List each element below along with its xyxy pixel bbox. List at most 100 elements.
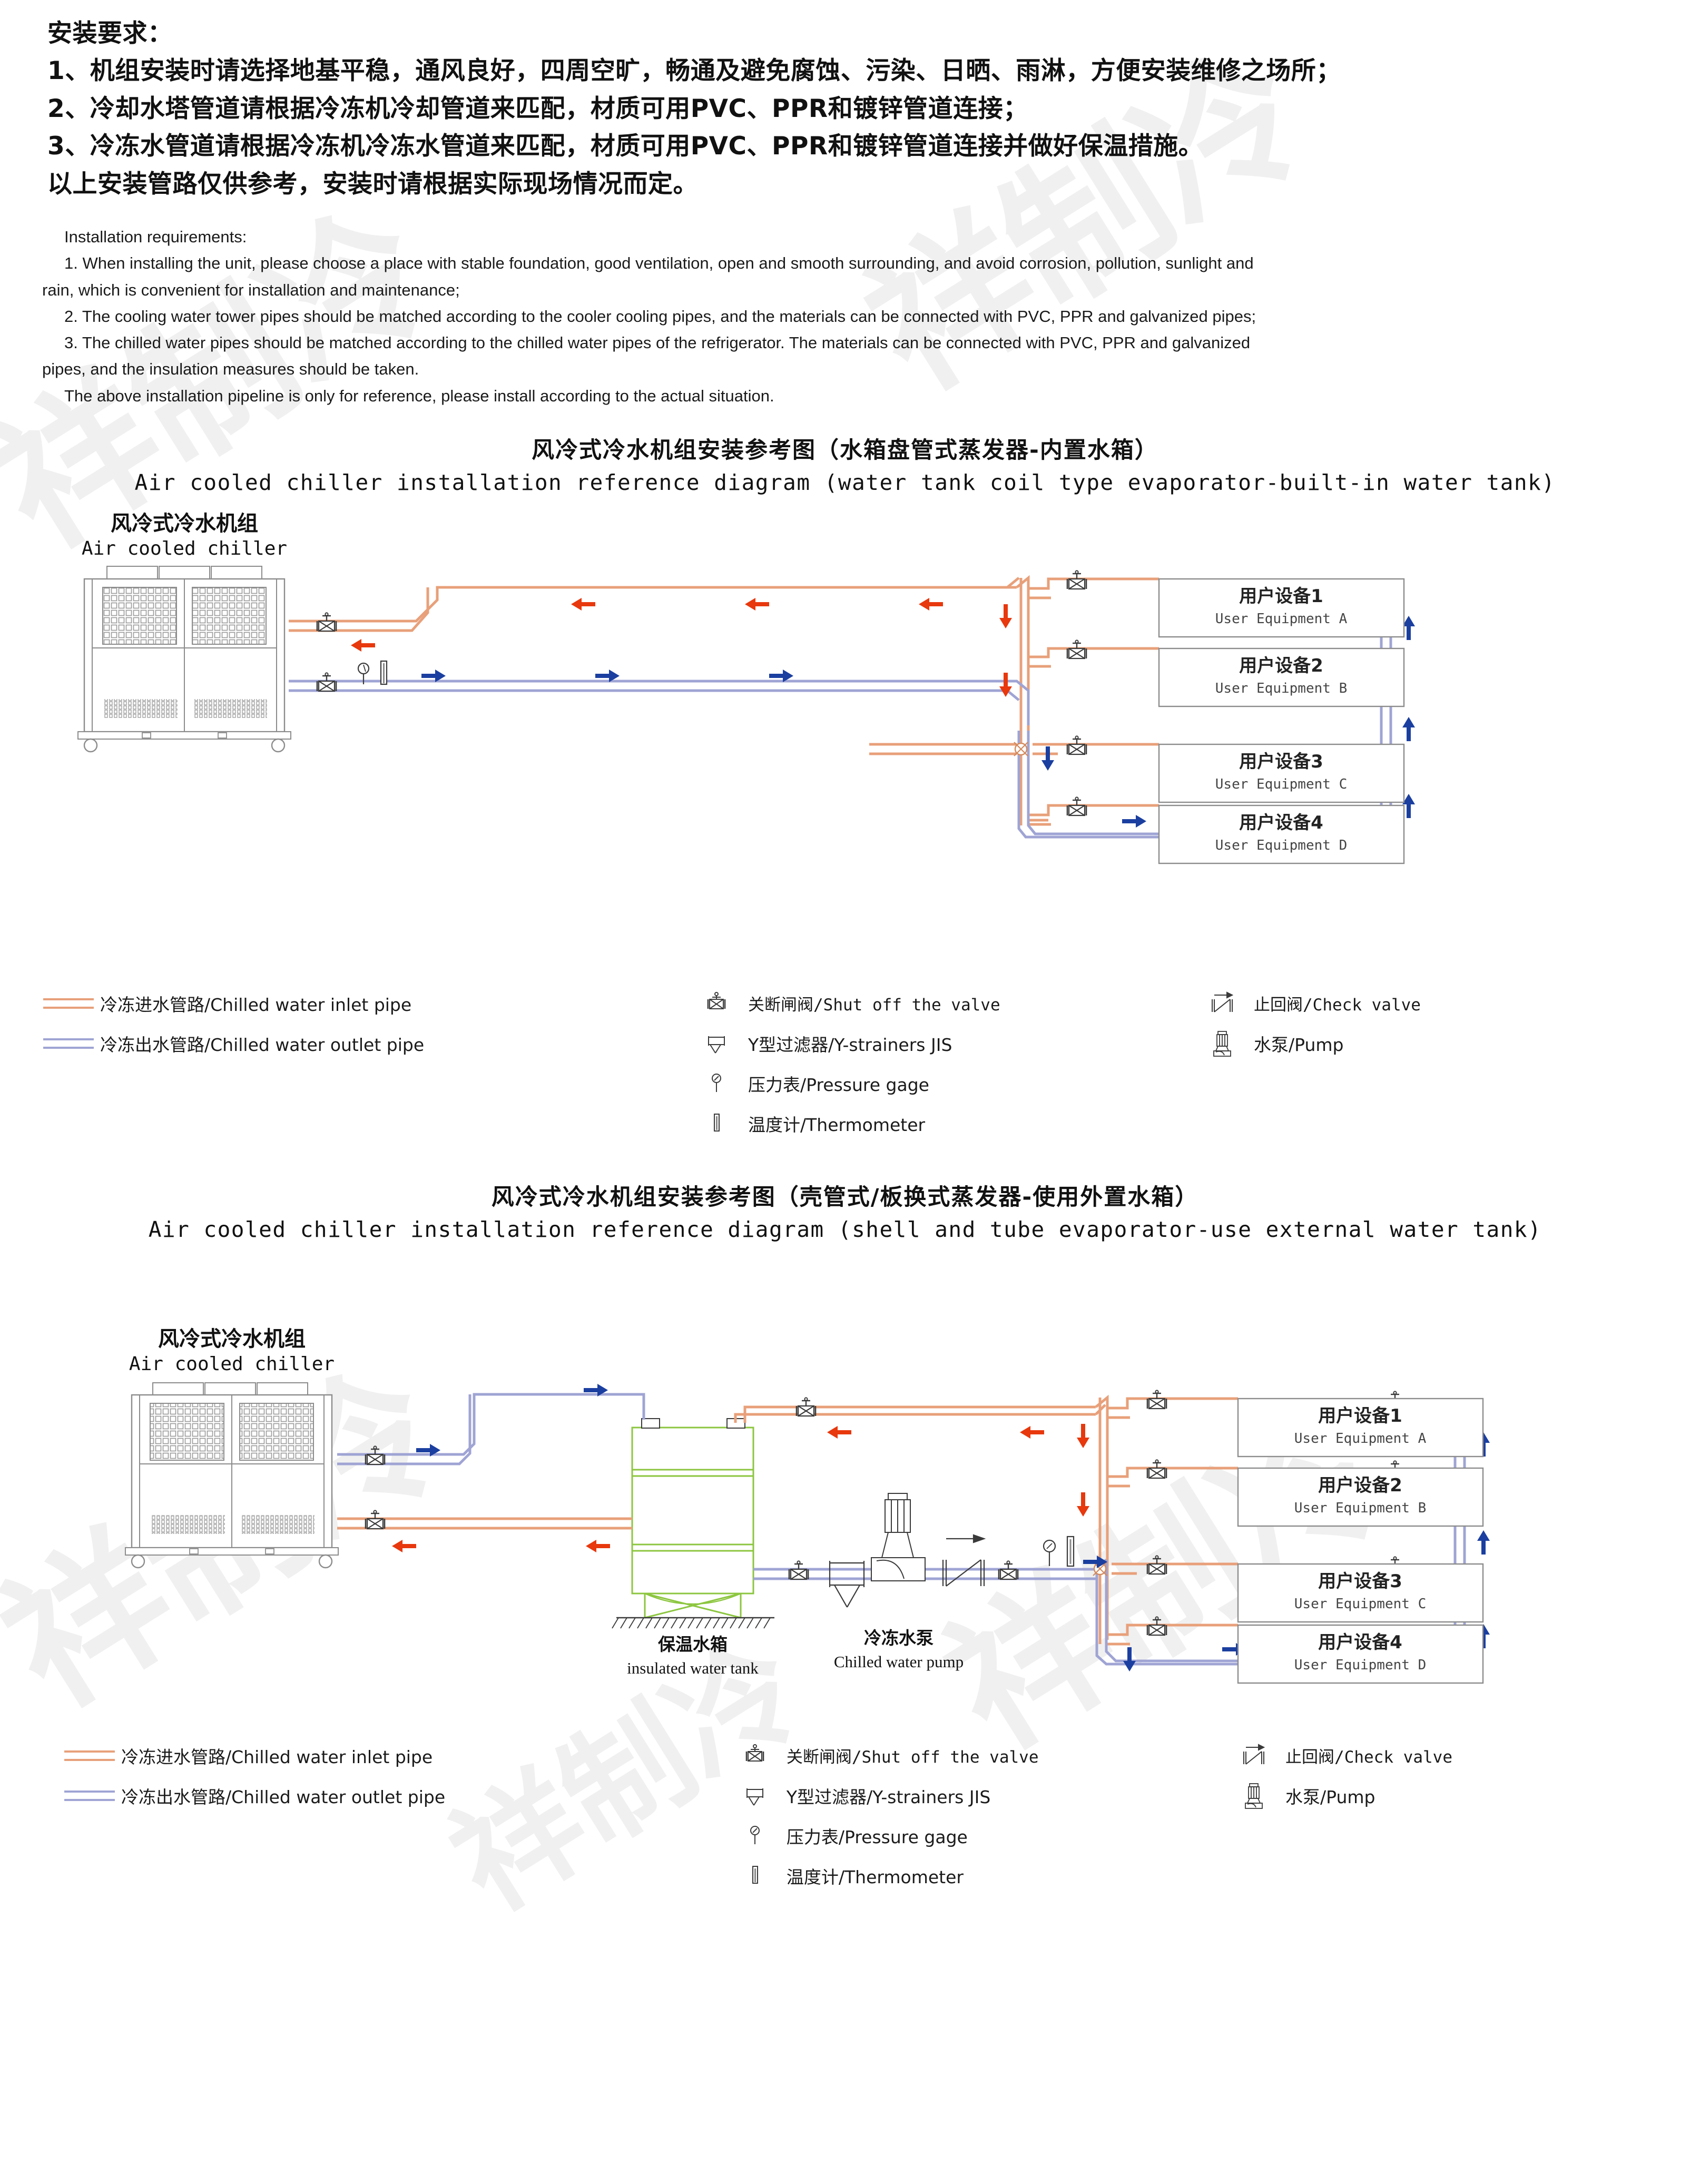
instrument-group-1	[357, 660, 388, 685]
diagram-2-title-en: Air cooled chiller installation referenc…	[148, 1217, 1542, 1243]
diagram-2-canvas: 风冷式冷水机组 Air cooled chiller	[0, 1246, 1690, 1736]
y-strainer-icon	[829, 1560, 865, 1608]
legend-2: 冷冻进水管路/Chilled water inlet pipe 冷冻出水管路/C…	[0, 1736, 1690, 1896]
requirements-cn-heading: 安装要求：	[47, 19, 173, 48]
requirements-en-item: 2. The cooling water tower pipes should …	[64, 307, 1256, 326]
tank-label-cn: 保温水箱	[658, 1634, 728, 1655]
pump-icon	[1191, 1029, 1254, 1058]
diagram-1-section: 风冷式冷水机组安装参考图（水箱盘管式蒸发器-内置水箱） Air cooled c…	[0, 434, 1690, 1144]
requirements-en-item: 3. The chilled water pipes should be mat…	[64, 333, 1251, 352]
chilled-water-inlet-network-2	[337, 1394, 1238, 1646]
user-equipment-label-en: User Equipment B	[1215, 681, 1347, 696]
inlet-pipe-swatch	[58, 1749, 121, 1763]
thermometer-icon	[723, 1862, 787, 1890]
shut-off-valve-icon	[998, 1560, 1019, 1580]
shut-off-valve-icon	[1066, 569, 1087, 589]
legend-item: 冷冻进水管路/Chilled water inlet pipe	[58, 1736, 723, 1776]
legend-label: 温度计/Thermometer	[748, 1114, 926, 1135]
user-equipment-label-cn: 用户设备3	[1318, 1571, 1402, 1592]
pressure-gage-icon	[723, 1822, 787, 1849]
shut-off-valve-icon	[1146, 1555, 1167, 1575]
shut-off-valve-icon	[365, 1509, 386, 1529]
legend-item: 压力表/Pressure gage	[685, 1064, 1191, 1104]
requirements-chinese: 安装要求： 1、机组安装时请选择地基平稳，通风良好，四周空旷，畅通及避免腐蚀、污…	[0, 0, 1690, 203]
pump-icon	[1222, 1781, 1285, 1811]
requirements-cn-item: 3、冷冻水管道请根据冷冻机冷冻水管道来匹配，材质可用PVC、PPR和镀锌管道连接…	[47, 132, 1204, 161]
chilled-water-pump-assembly: 冷冻水泵 Chilled water pump	[788, 1492, 1075, 1671]
user-equipment-label-en: User Equipment B	[1294, 1500, 1426, 1516]
user-equipment-label-cn: 用户设备3	[1239, 751, 1323, 772]
check-valve-icon	[1222, 1742, 1285, 1769]
legend-item: Y型过滤器/Y-strainers JIS	[723, 1776, 1222, 1816]
user-equipment-boxes-1: 用户设备1 User Equipment A 用户设备2 User Equipm…	[1158, 578, 1405, 864]
legend-label: 冷冻进水管路/Chilled water inlet pipe	[100, 994, 412, 1015]
pump-icon	[871, 1492, 926, 1581]
legend-item: 止回阀/Check valve	[1222, 1736, 1690, 1776]
legend-item: 温度计/Thermometer	[685, 1104, 1191, 1144]
chiller-label-en-1: Air cooled chiller	[82, 538, 287, 559]
outlet-pipe-swatch	[58, 1789, 121, 1803]
requirements-en-item-cont: rain, which is convenient for installati…	[42, 280, 460, 299]
diagram-2-title-cn: 风冷式冷水机组安装参考图（壳管式/板换式蒸发器-使用外置水箱）	[491, 1184, 1199, 1211]
shut-off-valve-icon	[1146, 1616, 1167, 1636]
legend-item: 关断闸阀/Shut off the valve	[723, 1736, 1222, 1776]
legend-2-components: 关断闸阀/Shut off the valve Y型过滤器/Y-strainer…	[723, 1736, 1222, 1896]
chiller-unit-2: 风冷式冷水机组 Air cooled chiller	[125, 1327, 339, 1568]
diagram-1-title-cn: 风冷式冷水机组安装参考图（水箱盘管式蒸发器-内置水箱）	[532, 437, 1158, 464]
requirements-cn-note: 以上安装管路仅供参考，安装时请根据实际现场情况而定。	[47, 169, 698, 199]
user-equipment-label-en: User Equipment D	[1294, 1657, 1426, 1673]
chiller-unit-1: 风冷式冷水机组 Air cooled chiller	[77, 511, 291, 752]
requirements-en-note: The above installation pipeline is only …	[64, 386, 774, 405]
legend-label: Y型过滤器/Y-strainers JIS	[786, 1786, 991, 1807]
user-equipment-box	[1237, 1624, 1484, 1684]
y-strainer-icon	[723, 1782, 787, 1809]
pipe-cross-node	[1013, 741, 1029, 756]
diagram-2-title: 风冷式冷水机组安装参考图（壳管式/板换式蒸发器-使用外置水箱） Air cool…	[0, 1180, 1690, 1246]
user-equipment-box	[1158, 647, 1405, 707]
legend-item: 止回阀/Check valve	[1191, 983, 1665, 1024]
user-equipment-label-en: User Equipment A	[1294, 1431, 1427, 1447]
pressure-gage-icon	[685, 1070, 748, 1097]
shut-off-valve-icon	[1146, 1389, 1167, 1409]
legend-label: 冷冻出水管路/Chilled water outlet pipe	[121, 1786, 446, 1807]
requirements-en-heading: Installation requirements:	[64, 228, 247, 247]
legend-1-components: 关断闸阀/Shut off the valve Y型过滤器/Y-strainer…	[685, 983, 1191, 1144]
diagram-1-title: 风冷式冷水机组安装参考图（水箱盘管式蒸发器-内置水箱） Air cooled c…	[0, 434, 1690, 499]
legend-item: 冷冻出水管路/Chilled water outlet pipe	[37, 1024, 685, 1064]
user-equipment-box	[1158, 804, 1405, 864]
legend-label: 止回阀/Check valve	[1285, 1748, 1452, 1767]
user-equipment-box	[1237, 1398, 1484, 1457]
shut-off-valve-icon	[788, 1560, 809, 1580]
pump-label-en: Chilled water pump	[834, 1652, 964, 1671]
user-equipment-label-cn: 用户设备4	[1318, 1632, 1402, 1653]
requirements-cn-item: 1、机组安装时请选择地基平稳，通风良好，四周空旷，畅通及避免腐蚀、污染、日晒、雨…	[47, 56, 1341, 86]
legend-item: 关断闸阀/Shut off the valve	[685, 983, 1191, 1024]
shut-off-valve-icon	[1066, 735, 1087, 755]
user-equipment-box	[1237, 1467, 1484, 1527]
user-equipment-label-cn: 用户设备1	[1239, 586, 1323, 607]
user-equipment-label-en: User Equipment D	[1215, 838, 1347, 853]
chilled-water-inlet-network-1	[289, 575, 1159, 826]
user-equipment-box	[1158, 578, 1405, 637]
user-equipment-label-en: User Equipment C	[1215, 776, 1347, 792]
legend-item: 水泵/Pump	[1222, 1776, 1690, 1816]
tank-label-en: insulated water tank	[627, 1659, 759, 1677]
chiller-label-cn-2: 风冷式冷水机组	[158, 1327, 306, 1351]
user-equipment-label-cn: 用户设备2	[1318, 1475, 1402, 1496]
chiller-label-en-2: Air cooled chiller	[129, 1353, 335, 1375]
legend-2-pipes: 冷冻进水管路/Chilled water inlet pipe 冷冻出水管路/C…	[58, 1736, 723, 1896]
legend-label: Y型过滤器/Y-strainers JIS	[748, 1034, 952, 1055]
legend-label: 压力表/Pressure gage	[748, 1074, 929, 1095]
legend-label: 关断闸阀/Shut off the valve	[748, 996, 1000, 1015]
shut-off-valve-icon	[365, 1445, 386, 1465]
legend-1: 冷冻进水管路/Chilled water inlet pipe 冷冻出水管路/C…	[0, 983, 1690, 1144]
user-equipment-label-cn: 用户设备1	[1318, 1405, 1402, 1427]
legend-label: 冷冻进水管路/Chilled water inlet pipe	[121, 1746, 433, 1767]
user-equipment-label-cn: 用户设备2	[1239, 655, 1323, 676]
shut-off-valve-icon	[795, 1396, 817, 1416]
legend-label: 压力表/Pressure gage	[786, 1826, 968, 1847]
requirements-en-item: 1. When installing the unit, please choo…	[64, 254, 1254, 273]
legend-label: 水泵/Pump	[1285, 1786, 1375, 1807]
legend-label: 冷冻出水管路/Chilled water outlet pipe	[100, 1034, 425, 1055]
legend-item: 温度计/Thermometer	[723, 1856, 1222, 1896]
